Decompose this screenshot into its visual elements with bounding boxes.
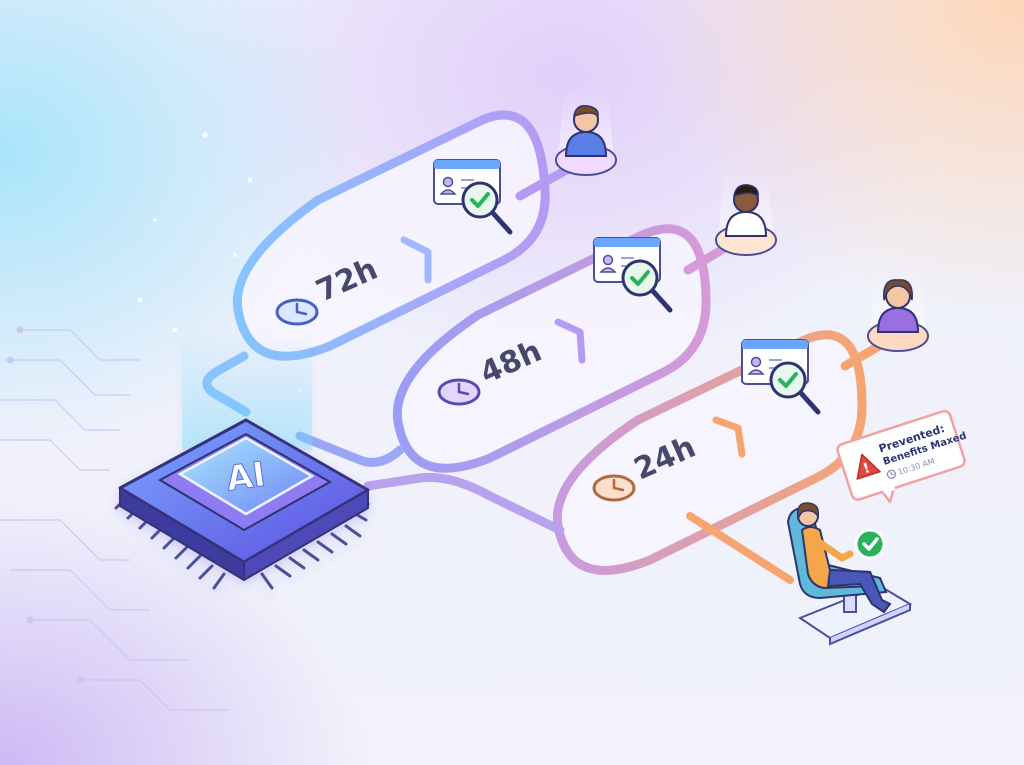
ai-chip: AI (114, 330, 370, 590)
verification-card-48h (593, 237, 673, 313)
chevron-icon (400, 236, 746, 458)
avatar-patient-1 (555, 90, 617, 176)
magnifier-icon (769, 361, 821, 415)
magnifier-icon (621, 259, 673, 313)
alert-card: ! Prevented: Benefits Maxed 10:30 AM (836, 409, 968, 504)
avatar-patient-2 (715, 170, 777, 256)
chip-label: AI (224, 454, 268, 499)
avatar-patient-3 (867, 266, 929, 352)
chip-glow-beam (182, 330, 312, 450)
check-icon (778, 372, 798, 388)
clock-icon (886, 469, 897, 479)
id-card-icon (439, 176, 474, 195)
clock-icon (592, 474, 636, 502)
check-icon (470, 192, 490, 208)
clock-icon (437, 378, 481, 406)
circuit-traces (0, 326, 230, 711)
clock-icon (275, 298, 319, 326)
svg-text:!: ! (861, 460, 872, 477)
success-check-icon (854, 528, 886, 560)
magnifier-icon (461, 181, 513, 235)
dental-chair-patient (786, 502, 913, 646)
warning-icon: ! (856, 453, 881, 480)
id-card-icon (599, 254, 634, 273)
check-icon (630, 270, 650, 286)
verification-card-72h (433, 159, 513, 235)
verification-card-24h (741, 339, 821, 415)
